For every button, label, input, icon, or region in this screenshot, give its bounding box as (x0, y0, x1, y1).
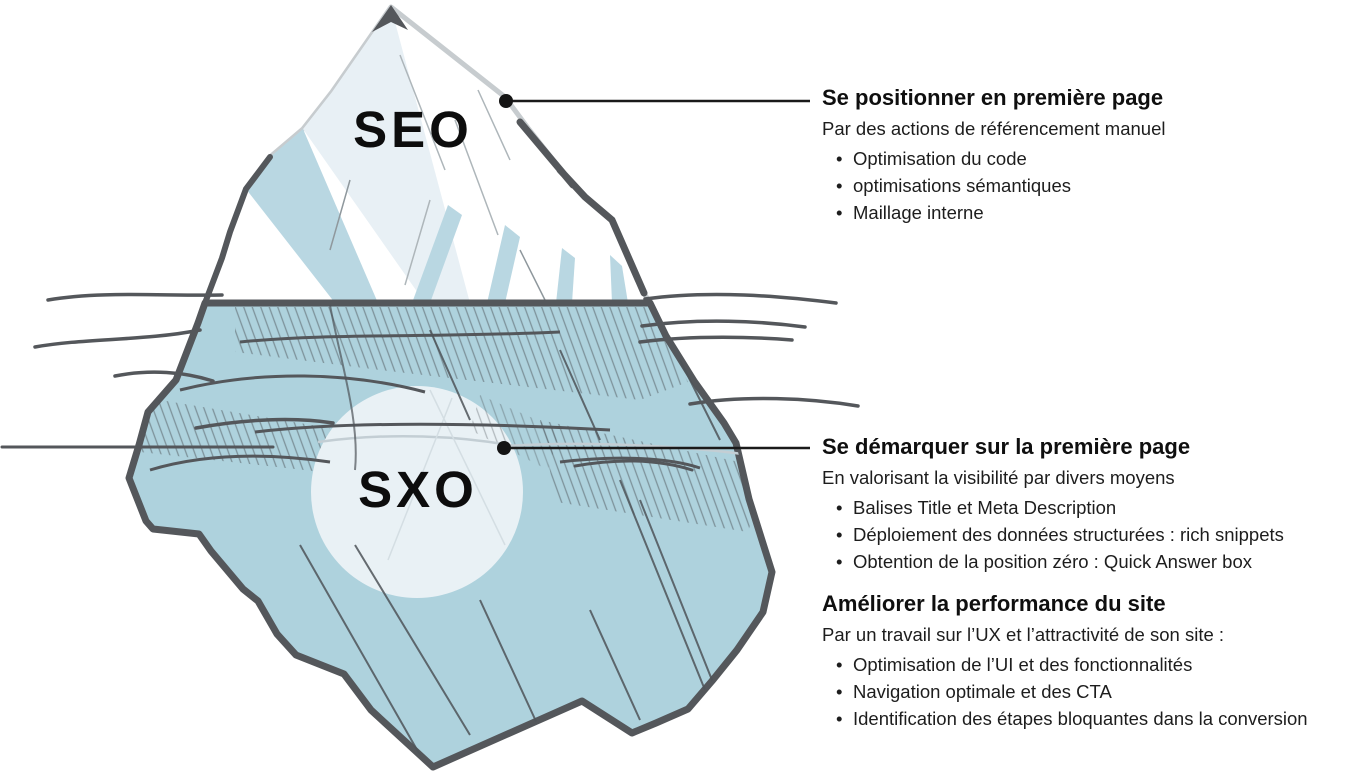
iceberg-above-water (202, 4, 653, 306)
annotation-sxo-bullets: Balises Title et Meta Description Déploi… (822, 494, 1358, 575)
bullet-item: Déploiement des données structurées : ri… (836, 521, 1358, 548)
annotation-performance-bullets: Optimisation de l’UI et des fonctionnali… (822, 651, 1358, 732)
annotation-sxo-visibility: Se démarquer sur la première page En val… (822, 433, 1358, 575)
annotation-seo-title: Se positionner en première page (822, 85, 1164, 110)
callout-dot-sxo (497, 441, 511, 455)
annotation-performance-title: Améliorer la performance du site (822, 591, 1166, 616)
callouts (497, 94, 810, 455)
bullet-item: optimisations sémantiques (836, 172, 1358, 199)
bullet-item: Optimisation du code (836, 145, 1358, 172)
callout-dot-seo (499, 94, 513, 108)
bullet-item: Navigation optimale et des CTA (836, 678, 1358, 705)
bullet-item: Balises Title et Meta Description (836, 494, 1358, 521)
annotation-sxo-subtitle: En valorisant la visibilité par divers m… (822, 467, 1175, 488)
iceberg-illustration (0, 4, 860, 771)
annotation-sxo-title: Se démarquer sur la première page (822, 434, 1191, 459)
annotation-seo-subtitle: Par des actions de référencement manuel (822, 118, 1166, 139)
annotation-performance-subtitle: Par un travail sur l’UX et l’attractivit… (822, 624, 1225, 645)
water-wave-lines (0, 292, 860, 472)
bullet-item: Obtention de la position zéro : Quick An… (836, 548, 1358, 575)
annotation-performance: Améliorer la performance du site Par un … (822, 590, 1358, 732)
bullet-item: Identification des étapes bloquantes dan… (836, 705, 1358, 732)
sxo-label: SXO (358, 461, 478, 518)
bullet-item: Maillage interne (836, 199, 1358, 226)
annotation-seo: Se positionner en première page Par des … (822, 84, 1358, 226)
bullet-item: Optimisation de l’UI et des fonctionnali… (836, 651, 1358, 678)
iceberg-below-water (125, 299, 776, 771)
seo-label: SEO (353, 101, 473, 158)
annotation-seo-bullets: Optimisation du code optimisations séman… (822, 145, 1358, 226)
